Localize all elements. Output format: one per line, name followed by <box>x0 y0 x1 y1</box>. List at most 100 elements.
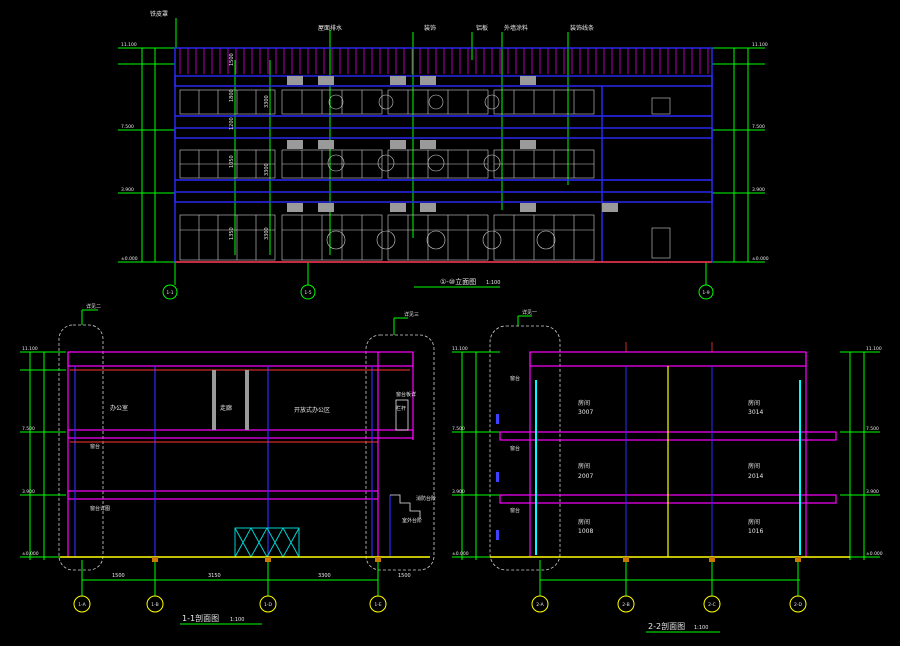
svg-text:3014: 3014 <box>748 409 763 416</box>
svg-text:3300: 3300 <box>264 227 270 240</box>
section-2-rooms: 房间 3007 房间 2007 房间 1008 房间 3014 房间 2014 … <box>578 399 763 535</box>
svg-text:装饰线条: 装饰线条 <box>570 24 594 32</box>
section-1-detail-bubbles <box>58 324 435 571</box>
section-1-structure <box>74 366 391 557</box>
section-2-glazing <box>535 380 801 555</box>
svg-text:房间: 房间 <box>748 399 760 407</box>
svg-text:外墙涂料: 外墙涂料 <box>504 24 528 32</box>
section-1-stair <box>390 399 421 519</box>
svg-text:1350: 1350 <box>229 227 235 240</box>
section-2-markers <box>496 414 499 540</box>
svg-text:11.100: 11.100 <box>866 346 882 352</box>
svg-text:3.900: 3.900 <box>22 489 35 495</box>
svg-text:详见三: 详见三 <box>404 311 419 318</box>
svg-text:±0.000: ±0.000 <box>452 551 469 557</box>
svg-text:7.500: 7.500 <box>452 426 465 432</box>
section-2-footings <box>623 557 801 562</box>
svg-text:窗台详图: 窗台详图 <box>90 505 110 512</box>
svg-text:3300: 3300 <box>318 573 331 579</box>
elevation-outline <box>174 47 713 263</box>
axis-label: 2-D <box>794 602 802 608</box>
section-2-scale: 1:100 <box>694 625 708 631</box>
svg-text:±0.000: ±0.000 <box>752 256 769 262</box>
svg-text:窗台: 窗台 <box>510 375 520 382</box>
axis-label: 2-A <box>536 602 544 608</box>
svg-text:1008: 1008 <box>578 528 593 535</box>
elevation-windows <box>179 89 671 261</box>
axis-label: 2-C <box>708 602 716 608</box>
parapet-fins <box>179 48 709 74</box>
elevation-callouts: 屋面排水 装饰 铝板 外墙涂料 装饰线条 铁皮罩 <box>150 10 594 32</box>
svg-text:±0.000: ±0.000 <box>866 551 883 557</box>
section-1-bottom-dims: 1500 3150 3300 1500 <box>112 573 411 579</box>
axis-label: 1-5 <box>304 290 311 296</box>
section-2-notes: 窗台 窗台 窗台 详见一 <box>510 309 537 514</box>
section-1-footings <box>152 557 381 562</box>
svg-text:详见一: 详见一 <box>522 309 537 316</box>
svg-text:详见二: 详见二 <box>86 303 101 310</box>
svg-text:11.100: 11.100 <box>752 42 768 48</box>
svg-text:装饰: 装饰 <box>424 24 436 32</box>
axis-label: 1-E <box>374 602 381 608</box>
svg-text:房间: 房间 <box>748 518 760 526</box>
section-1-view: 办公室 走廊 开放式办公区 窗台板详 栏杆 消防台阶 室外台阶 窗台 窗台详图 … <box>20 303 436 625</box>
axis-label: 1-A <box>78 602 86 608</box>
svg-text:3300: 3300 <box>264 95 270 108</box>
axis-label: 1-9 <box>702 290 709 296</box>
elevation-panels <box>287 76 618 212</box>
svg-text:2007: 2007 <box>578 473 593 480</box>
svg-text:窗台: 窗台 <box>510 507 520 514</box>
section-1-dims <box>20 309 408 596</box>
svg-text:11.100: 11.100 <box>121 42 137 48</box>
svg-text:3.900: 3.900 <box>752 187 765 193</box>
section-1-scale: 1:100 <box>230 617 244 623</box>
svg-text:开放式办公区: 开放式办公区 <box>294 406 330 414</box>
svg-text:走廊: 走廊 <box>220 404 232 412</box>
svg-text:1800: 1800 <box>229 89 235 102</box>
svg-text:铝板: 铝板 <box>476 24 488 32</box>
section-2-detail-bubble <box>489 325 561 571</box>
svg-text:1500: 1500 <box>398 573 411 579</box>
svg-text:7.500: 7.500 <box>22 426 35 432</box>
svg-text:3150: 3150 <box>208 573 221 579</box>
section-2-tick-lines <box>625 342 713 352</box>
svg-text:7.500: 7.500 <box>752 124 765 130</box>
svg-text:栏杆: 栏杆 <box>396 405 406 412</box>
svg-text:办公室: 办公室 <box>110 404 128 412</box>
axis-label: 1-D <box>264 602 272 608</box>
svg-text:房间: 房间 <box>578 518 590 526</box>
svg-text:3007: 3007 <box>578 409 593 416</box>
elevation-level-labels: 11.100 7.500 3.900 ±0.000 11.100 7.500 3… <box>121 42 769 262</box>
svg-text:1050: 1050 <box>229 155 235 168</box>
section-1-partitions <box>212 370 249 430</box>
section-2-axis-bubbles: 2-A 2-B 2-C 2-D <box>531 595 807 613</box>
svg-text:窗台: 窗台 <box>510 445 520 452</box>
section-1-title: 1-1剖面图 <box>182 613 219 623</box>
svg-text:房间: 房间 <box>578 462 590 470</box>
svg-text:7.500: 7.500 <box>121 124 134 130</box>
section-1-levels: 11.100 7.500 3.900 ±0.000 <box>22 346 39 557</box>
section-1-axis-bubbles: 1-A 1-B 1-D 1-E <box>73 595 387 613</box>
svg-text:3.900: 3.900 <box>866 489 879 495</box>
svg-text:房间: 房间 <box>748 462 760 470</box>
section-1-slabs <box>67 351 414 557</box>
elevation-scale: 1:100 <box>486 280 500 286</box>
svg-text:消防台阶: 消防台阶 <box>416 495 436 502</box>
elevation-title: ①-⑩立面图 <box>440 277 476 286</box>
section-1-notes: 窗台板详 栏杆 消防台阶 室外台阶 窗台 窗台详图 详见二 详见三 <box>86 303 436 524</box>
section-1-rooms: 办公室 走廊 开放式办公区 <box>110 404 330 414</box>
section-2-title: 2-2剖面图 <box>648 621 685 631</box>
axis-label: 1-B <box>151 602 158 608</box>
axis-label: 2-B <box>622 602 629 608</box>
svg-text:3.900: 3.900 <box>452 489 465 495</box>
svg-text:1016: 1016 <box>748 528 763 535</box>
svg-text:房间: 房间 <box>578 399 590 407</box>
svg-text:±0.000: ±0.000 <box>22 551 39 557</box>
svg-text:2014: 2014 <box>748 473 763 480</box>
svg-text:3.900: 3.900 <box>121 187 134 193</box>
svg-text:3300: 3300 <box>264 163 270 176</box>
svg-text:7.500: 7.500 <box>866 426 879 432</box>
section-2-dims <box>452 315 880 596</box>
svg-text:±0.000: ±0.000 <box>121 256 138 262</box>
